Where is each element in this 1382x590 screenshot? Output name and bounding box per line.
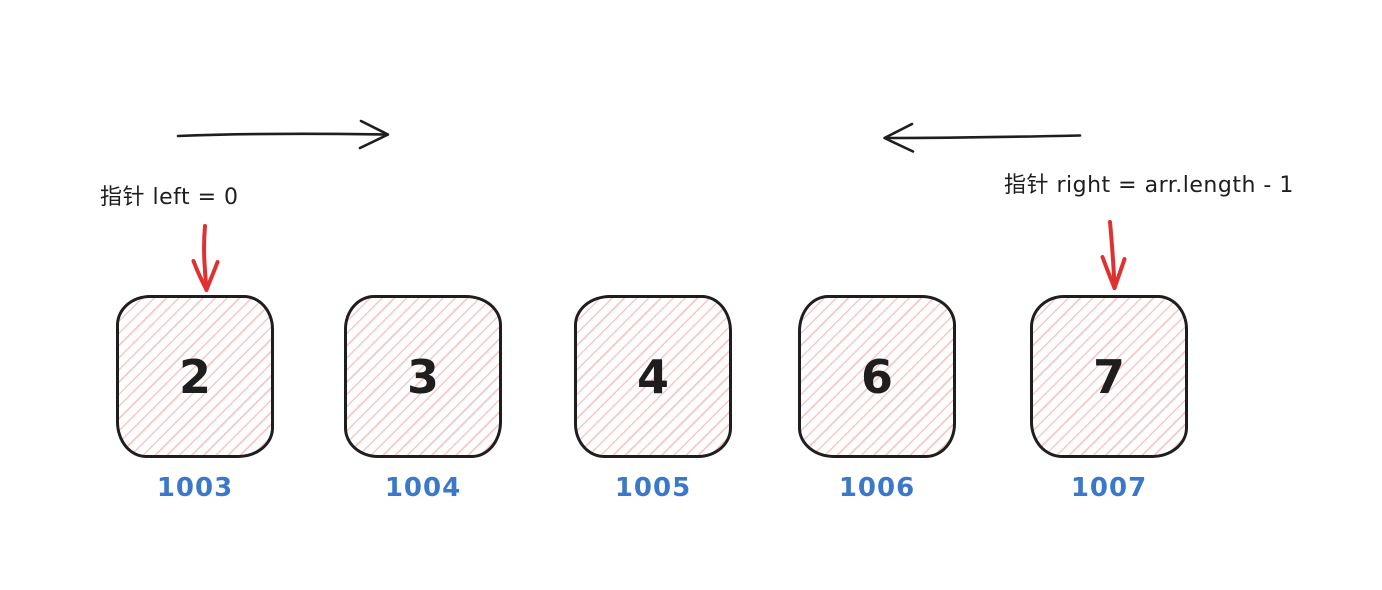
cell-value: 2: [178, 349, 211, 404]
cell-address-3: 1006: [838, 473, 916, 503]
cell-value: 4: [636, 349, 669, 404]
array-cell-1: 3: [344, 295, 502, 458]
right-pointer-label: 指针 right = arr.length - 1: [1004, 173, 1294, 198]
backward-arrow-icon: [883, 122, 1082, 153]
forward-arrow-icon: [176, 119, 390, 150]
cell-address-2: 1005: [614, 473, 692, 503]
cell-value: 3: [406, 349, 439, 404]
array-cell-0: 2: [116, 295, 274, 458]
array-cell-2: 4: [574, 295, 732, 458]
array-cell-3: 6: [798, 295, 956, 458]
cell-address-0: 1003: [156, 473, 234, 503]
cell-address-4: 1007: [1070, 473, 1148, 503]
array-cell-4: 7: [1030, 295, 1188, 458]
right-pointer-down-arrow-icon: [1100, 220, 1127, 290]
cell-value: 7: [1092, 349, 1125, 404]
left-pointer-down-arrow-icon: [191, 224, 220, 292]
left-pointer-label: 指针 left = 0: [100, 185, 239, 210]
cell-value: 6: [860, 349, 893, 404]
cell-address-1: 1004: [384, 473, 462, 503]
